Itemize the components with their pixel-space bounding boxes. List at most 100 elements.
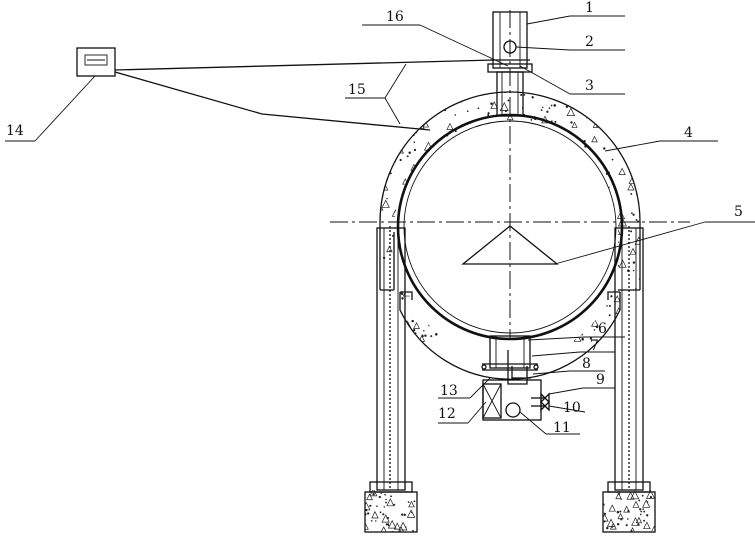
speckle-dot xyxy=(574,292,576,294)
speckle-triangle xyxy=(550,312,560,322)
speckle-triangle xyxy=(618,259,627,268)
speckle-dot xyxy=(498,276,501,279)
speckle-dot xyxy=(604,204,607,206)
speckle-dot xyxy=(633,155,636,158)
speckle-dot xyxy=(532,171,535,175)
speckle-triangle xyxy=(545,164,555,174)
speckle-dot xyxy=(617,241,619,244)
speckle-dot xyxy=(592,213,594,215)
speckle-dot xyxy=(411,319,414,323)
speckle-triangle xyxy=(500,292,510,300)
speckle-triangle xyxy=(518,299,527,307)
speckle-dot xyxy=(448,283,451,285)
speckle-dot xyxy=(595,239,598,242)
speckle-dot xyxy=(394,100,397,103)
speckle-triangle xyxy=(626,491,635,500)
speckle-dot xyxy=(377,188,378,189)
speckle-dot xyxy=(601,95,604,98)
speckle-triangle xyxy=(549,246,557,254)
speckle-dot xyxy=(409,289,411,291)
speckle-dot xyxy=(528,203,531,206)
speckle-dot xyxy=(450,311,453,314)
speckle-dot xyxy=(510,310,513,313)
speckle-dot xyxy=(380,492,382,495)
speckle-dot xyxy=(407,501,410,503)
speckle-triangle xyxy=(543,292,551,296)
speckle-dot xyxy=(593,329,596,331)
speckle-triangle xyxy=(548,186,557,195)
speckle-dot xyxy=(451,299,454,302)
speckle-dot xyxy=(385,498,387,501)
speckle-dot xyxy=(589,337,593,340)
speckle-triangle xyxy=(448,95,456,103)
speckle-dot xyxy=(632,120,635,123)
speckle-triangle xyxy=(400,324,404,332)
speckle-dot xyxy=(382,513,385,516)
speckle-dot xyxy=(369,504,372,507)
speckle-dot xyxy=(440,267,442,270)
speckle-dot xyxy=(594,271,596,274)
speckle-dot xyxy=(589,232,592,235)
label-14: 14 xyxy=(6,123,24,139)
speckle-triangle xyxy=(371,510,379,519)
speckle-triangle xyxy=(553,333,561,341)
speckle-dot xyxy=(505,171,509,175)
leader-lines xyxy=(5,15,755,435)
speckle-dot xyxy=(386,197,388,200)
speckle-dot xyxy=(480,159,483,162)
speckle-dot xyxy=(380,157,382,160)
speckle-triangle xyxy=(365,522,369,530)
speckle-dot xyxy=(378,495,381,499)
speckle-triangle xyxy=(365,501,371,511)
label-10: 10 xyxy=(563,400,581,416)
speckle-triangle xyxy=(585,196,593,204)
speckle-dot xyxy=(541,106,544,109)
speckle-dot xyxy=(610,295,613,298)
speckle-dot xyxy=(617,264,620,267)
speckle-triangle xyxy=(632,500,640,508)
speckle-dot xyxy=(470,194,473,197)
speckle-triangle xyxy=(515,292,523,300)
speckle-dot xyxy=(561,254,564,256)
speckle-dot xyxy=(440,328,443,331)
speckle-triangle xyxy=(455,333,463,341)
speckle-triangle xyxy=(628,177,636,184)
speckle-dot xyxy=(501,197,504,199)
speckle-dot xyxy=(643,519,646,522)
speckle-triangle xyxy=(408,92,418,97)
label-8: 8 xyxy=(582,356,591,372)
speckle-dot xyxy=(626,518,629,520)
label-4: 4 xyxy=(684,125,693,141)
speckle-dot xyxy=(565,177,567,179)
speckle-dot xyxy=(390,495,393,498)
speckle-dot xyxy=(463,192,466,195)
speckle-dot xyxy=(376,505,378,507)
speckle-dot xyxy=(380,138,383,141)
speckle-dot xyxy=(635,92,638,93)
speckle-triangle xyxy=(609,522,617,530)
speckle-dot xyxy=(400,292,404,295)
speckle-triangle xyxy=(419,241,428,250)
speckle-triangle xyxy=(381,514,390,523)
speckle-dot xyxy=(446,232,449,235)
speckle-dot xyxy=(472,296,474,299)
speckle-dot xyxy=(400,328,402,331)
speckle-dot xyxy=(443,184,446,187)
speckle-dot xyxy=(608,305,611,307)
speckle-triangle xyxy=(380,202,384,211)
speckle-dot xyxy=(503,172,506,175)
speckle-dot xyxy=(587,237,590,240)
speckle-triangle xyxy=(617,512,624,520)
speckle-dot xyxy=(427,310,430,314)
part-labels: 1 2 3 4 5 6 7 8 9 10 11 12 13 14 15 16 xyxy=(6,0,743,436)
speckle-dot xyxy=(611,224,615,227)
speckle-dot xyxy=(450,160,452,162)
speckle-dot xyxy=(476,196,479,198)
speckle-dot xyxy=(516,142,519,145)
speckle-triangle xyxy=(533,312,541,320)
speckle-triangle xyxy=(493,122,502,131)
speckle-dot xyxy=(382,151,384,154)
speckle-dot xyxy=(550,265,553,268)
bottom-drain-assembly xyxy=(481,335,550,421)
speckle-triangle xyxy=(398,521,408,531)
